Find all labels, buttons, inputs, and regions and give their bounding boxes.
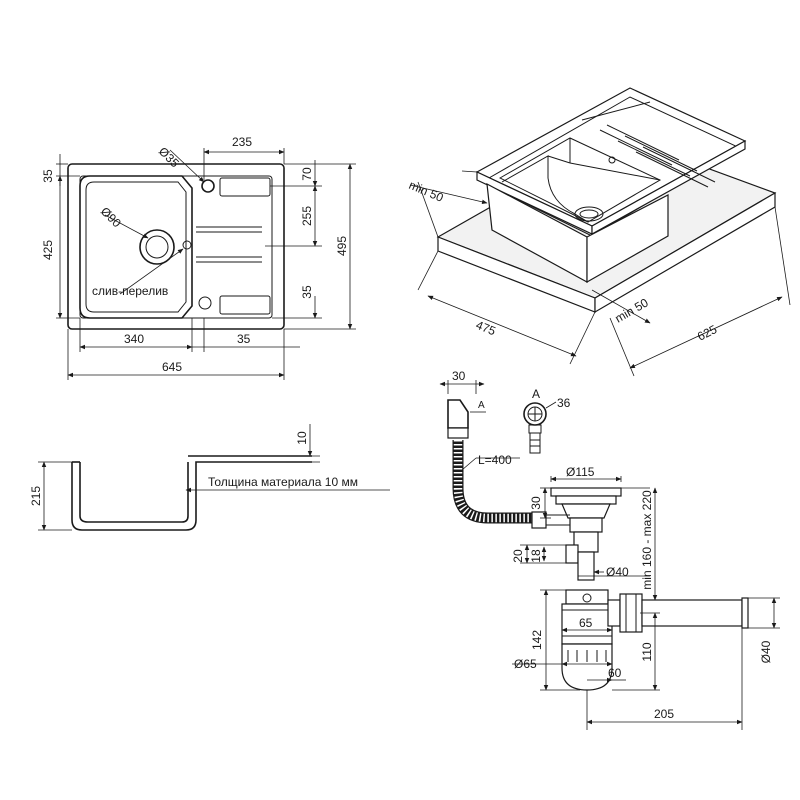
strainer-flange: [550, 487, 622, 497]
dim-235: 235: [232, 135, 252, 149]
dim-425: 425: [41, 240, 55, 260]
dim-625: 625: [695, 322, 719, 344]
overflow-label: слив-перелив: [92, 284, 168, 298]
dim-205: 205: [654, 707, 674, 721]
dim-d115: Ø115: [566, 465, 595, 479]
overflow-fitting: [447, 399, 469, 429]
dim-60: 60: [608, 666, 622, 680]
dim-d40-mid: Ø40: [606, 565, 629, 579]
dim-36: 36: [557, 396, 571, 410]
dim-10: 10: [295, 431, 309, 445]
dim-340: 340: [124, 332, 144, 346]
dim-65: 65: [579, 616, 593, 630]
tap-hole-35: [201, 179, 215, 193]
section-outline: [71, 461, 312, 531]
detail-a-left: A: [478, 400, 485, 411]
dim-645: 645: [162, 360, 182, 374]
dim-495: 495: [335, 236, 349, 256]
drain-hole-90: [139, 229, 175, 265]
dim-20: 20: [511, 549, 525, 563]
dim-min50-right: min 50: [613, 295, 651, 325]
dim-d90: Ø90: [98, 204, 124, 230]
dim-35-right: 35: [300, 285, 314, 299]
dim-d35-hole: Ø35: [156, 144, 182, 170]
dim-35-bottom: 35: [237, 332, 251, 346]
outlet-nut: [619, 593, 643, 633]
dim-142: 142: [530, 630, 544, 650]
sink-top-view: 235 Ø35 35 425 495 70 255 35 Ø90 слив-пе…: [41, 135, 356, 380]
dim-d65: Ø65: [514, 657, 537, 671]
dim-height-range: min 160 - max 220: [640, 490, 654, 590]
dim-35-top: 35: [41, 169, 55, 183]
hose-length: L=400: [478, 453, 512, 467]
dim-70: 70: [300, 167, 314, 181]
detail-a-label: A: [532, 387, 540, 401]
dim-d40-outlet: Ø40: [759, 640, 773, 663]
dim-215: 215: [29, 486, 43, 506]
dim-min50-left: min 50: [407, 178, 446, 205]
drain-siphon: 30 A L=400 A 36 Ø115: [439, 369, 780, 730]
dim-110: 110: [640, 642, 654, 661]
dim-30: 30: [529, 496, 543, 510]
dim-30-top: 30: [452, 369, 466, 383]
drain-cap-hole: [198, 296, 212, 310]
bowl-outline: [79, 175, 193, 319]
dim-18: 18: [529, 549, 543, 563]
dim-255: 255: [300, 206, 314, 226]
thickness-note: Толщина материала 10 мм: [208, 475, 358, 489]
sink-section-view: 10 215 Толщина материала 10 мм: [29, 424, 390, 531]
dim-475: 475: [474, 318, 498, 339]
corrugated-hose: [452, 440, 536, 524]
overflow-hole: [182, 240, 192, 250]
sink-isometric-view: min 50 475 min 50 625: [407, 87, 791, 377]
